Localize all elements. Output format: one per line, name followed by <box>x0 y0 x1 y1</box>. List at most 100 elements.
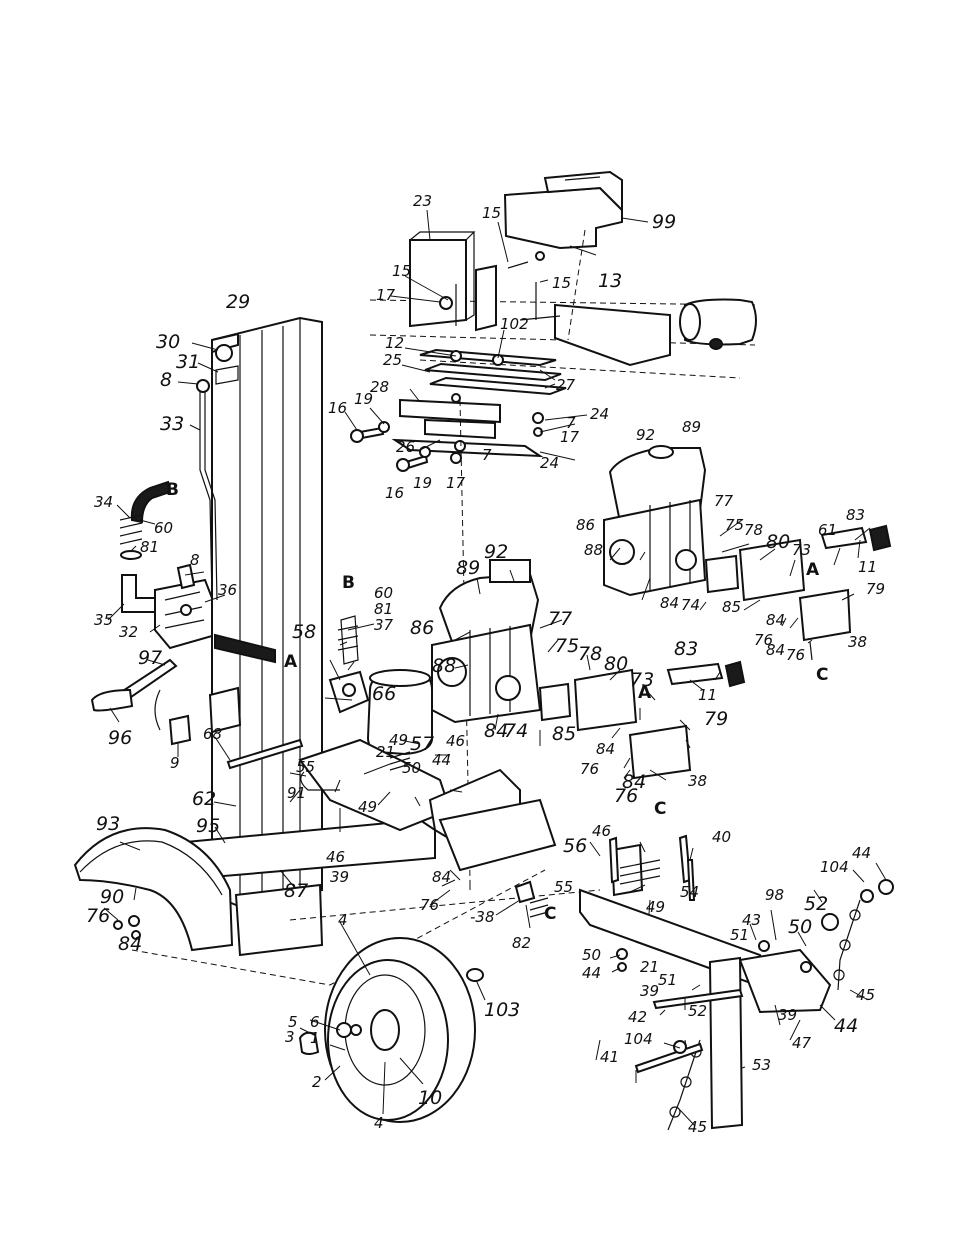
frame-assembly <box>131 738 601 986</box>
label-38: -38 <box>470 908 495 926</box>
label-45: 45 <box>688 1118 707 1136</box>
label-52: 52 <box>688 1002 707 1020</box>
label-32: 32 <box>119 623 138 641</box>
label-15: 15 <box>552 274 571 292</box>
key-A: A <box>638 683 652 703</box>
label-34: 34 <box>94 493 113 511</box>
label-39: 39 <box>330 868 349 886</box>
label-4: 4 <box>338 911 348 929</box>
label-39: 39 <box>778 1006 797 1024</box>
label-73: 73 <box>792 541 811 559</box>
key-B: B <box>166 480 179 500</box>
label-50: 50 <box>582 946 601 964</box>
label-44: 44 <box>432 751 451 769</box>
label-92: 92 <box>636 426 655 444</box>
label-89: 89 <box>456 557 480 579</box>
label-61: 61 <box>818 521 837 539</box>
label-3: 3 <box>285 1028 295 1046</box>
label-31: 31 <box>176 351 200 373</box>
label-45: 45 <box>856 986 875 1004</box>
label-15: 15 <box>482 204 501 222</box>
label-28: 28 <box>370 378 389 396</box>
label-46: 46 <box>326 848 345 866</box>
label-73: 73 <box>630 669 654 691</box>
key-A: A <box>806 560 820 580</box>
label-17: 17 <box>560 428 580 446</box>
label-38: 38 <box>848 633 867 651</box>
label-80: 80 <box>766 531 790 553</box>
label-7: 7 <box>482 446 492 464</box>
label-19: 19 <box>354 390 373 408</box>
label-77: 77 <box>548 608 572 630</box>
label-55: 55 <box>296 758 315 776</box>
label-93: 93 <box>96 813 120 835</box>
label-43: 43 <box>742 911 761 929</box>
label-24: 24 <box>590 405 609 423</box>
label-23: 23 <box>413 192 432 210</box>
filter-assembly <box>328 615 433 756</box>
label-96: 96 <box>108 727 132 749</box>
label-8: 8 <box>160 369 172 391</box>
label-102: 102 <box>500 315 529 333</box>
label-84: 84 <box>766 611 785 629</box>
label-85: 85 <box>552 723 576 745</box>
label-57: 57 <box>410 733 434 755</box>
label-86: 86 <box>410 617 434 639</box>
label-62: 62 <box>192 788 216 810</box>
label-55: 55 <box>554 878 573 896</box>
key-B: B <box>342 573 355 593</box>
label-79: 79 <box>866 580 885 598</box>
label-54: 54 <box>680 883 699 901</box>
label-90: 90 <box>100 886 124 908</box>
label-83: 83 <box>674 638 698 660</box>
label-84: 84 <box>660 594 679 612</box>
label-81: 81 <box>374 600 393 618</box>
key-A: A <box>284 652 298 672</box>
label-97: 97 <box>138 647 162 669</box>
label-50: 50 <box>788 916 812 938</box>
label-27: 27 <box>556 376 576 394</box>
key-C: C <box>544 904 556 924</box>
label-39: 39 <box>640 982 659 1000</box>
label-52: 52 <box>804 893 828 915</box>
label-49: 49 <box>358 798 377 816</box>
label-44: 44 <box>834 1015 858 1037</box>
label-81: 81 <box>140 538 159 556</box>
label-104: 104 <box>820 858 849 876</box>
label-10: 10 <box>418 1087 442 1109</box>
label-83: 83 <box>846 506 865 524</box>
label-29: 29 <box>226 291 250 313</box>
label-95: 95 <box>196 815 220 837</box>
label-11: 11 <box>698 686 717 704</box>
part-labels: 23 15 99 13 15 15 17 102 12 25 27 28 19 … <box>86 192 885 1136</box>
label-16: 16 <box>328 399 347 417</box>
label-103: 103 <box>484 999 520 1021</box>
wheel-assembly <box>298 937 484 1123</box>
label-60: 60 <box>154 519 173 537</box>
label-74: 74 <box>504 720 528 742</box>
label-56: 56 <box>563 835 587 857</box>
label-84: 84 <box>596 740 615 758</box>
label-46: 46 <box>592 822 611 840</box>
label-13: 13 <box>598 270 622 292</box>
label-40: 40 <box>712 828 731 846</box>
label-58: 58 <box>292 621 316 643</box>
label-12: 12 <box>385 334 404 352</box>
label-89: 89 <box>682 418 701 436</box>
label-21: 21 <box>376 743 395 761</box>
label-17: 17 <box>376 286 396 304</box>
label-74: 74 <box>681 596 700 614</box>
label-84: 84 <box>118 933 142 955</box>
label-6: 6 <box>310 1013 320 1031</box>
label-35: 35 <box>94 611 113 629</box>
label-33: 33 <box>160 413 184 435</box>
hitch-assembly <box>514 834 894 1131</box>
engine-lower <box>431 559 746 780</box>
label-7: 7 <box>566 414 576 432</box>
label-78: 78 <box>744 521 763 539</box>
key-C: C <box>654 799 666 819</box>
label-1: 1 <box>310 1029 320 1047</box>
label-66: 66 <box>372 683 396 705</box>
label-44: 44 <box>852 844 871 862</box>
